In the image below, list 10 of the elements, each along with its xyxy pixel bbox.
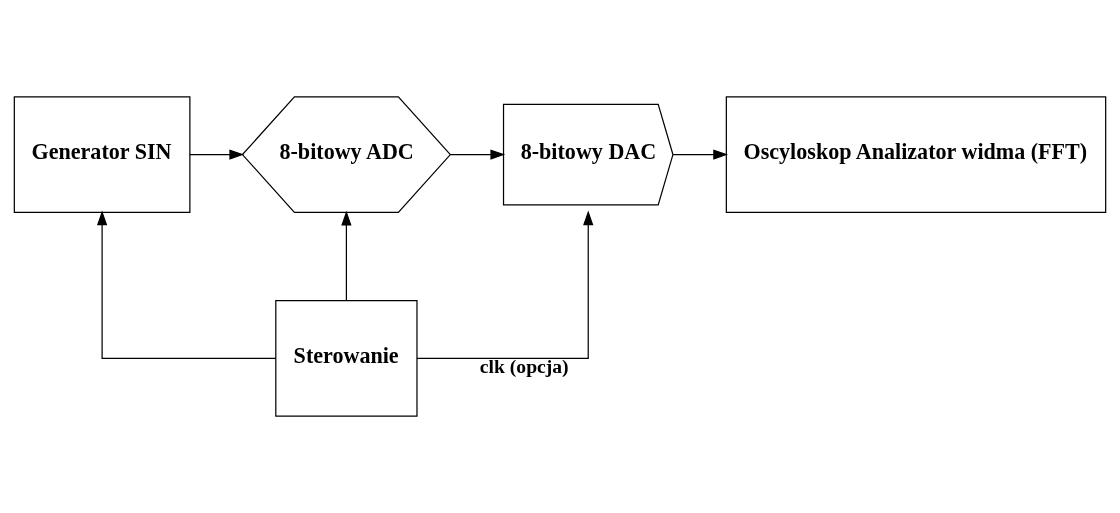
arrow [189,149,245,160]
node-box: Oscyloskop Analizator widma (FFT) [725,96,1107,213]
arrow [96,210,277,359]
node-box: Generator SIN [13,96,191,213]
edge-label: clk (opcja) [479,354,569,377]
arrow [449,149,506,160]
node-box: Sterowanie [275,300,418,417]
arrow [672,149,729,160]
arrow [416,210,594,359]
arrow [341,210,352,302]
